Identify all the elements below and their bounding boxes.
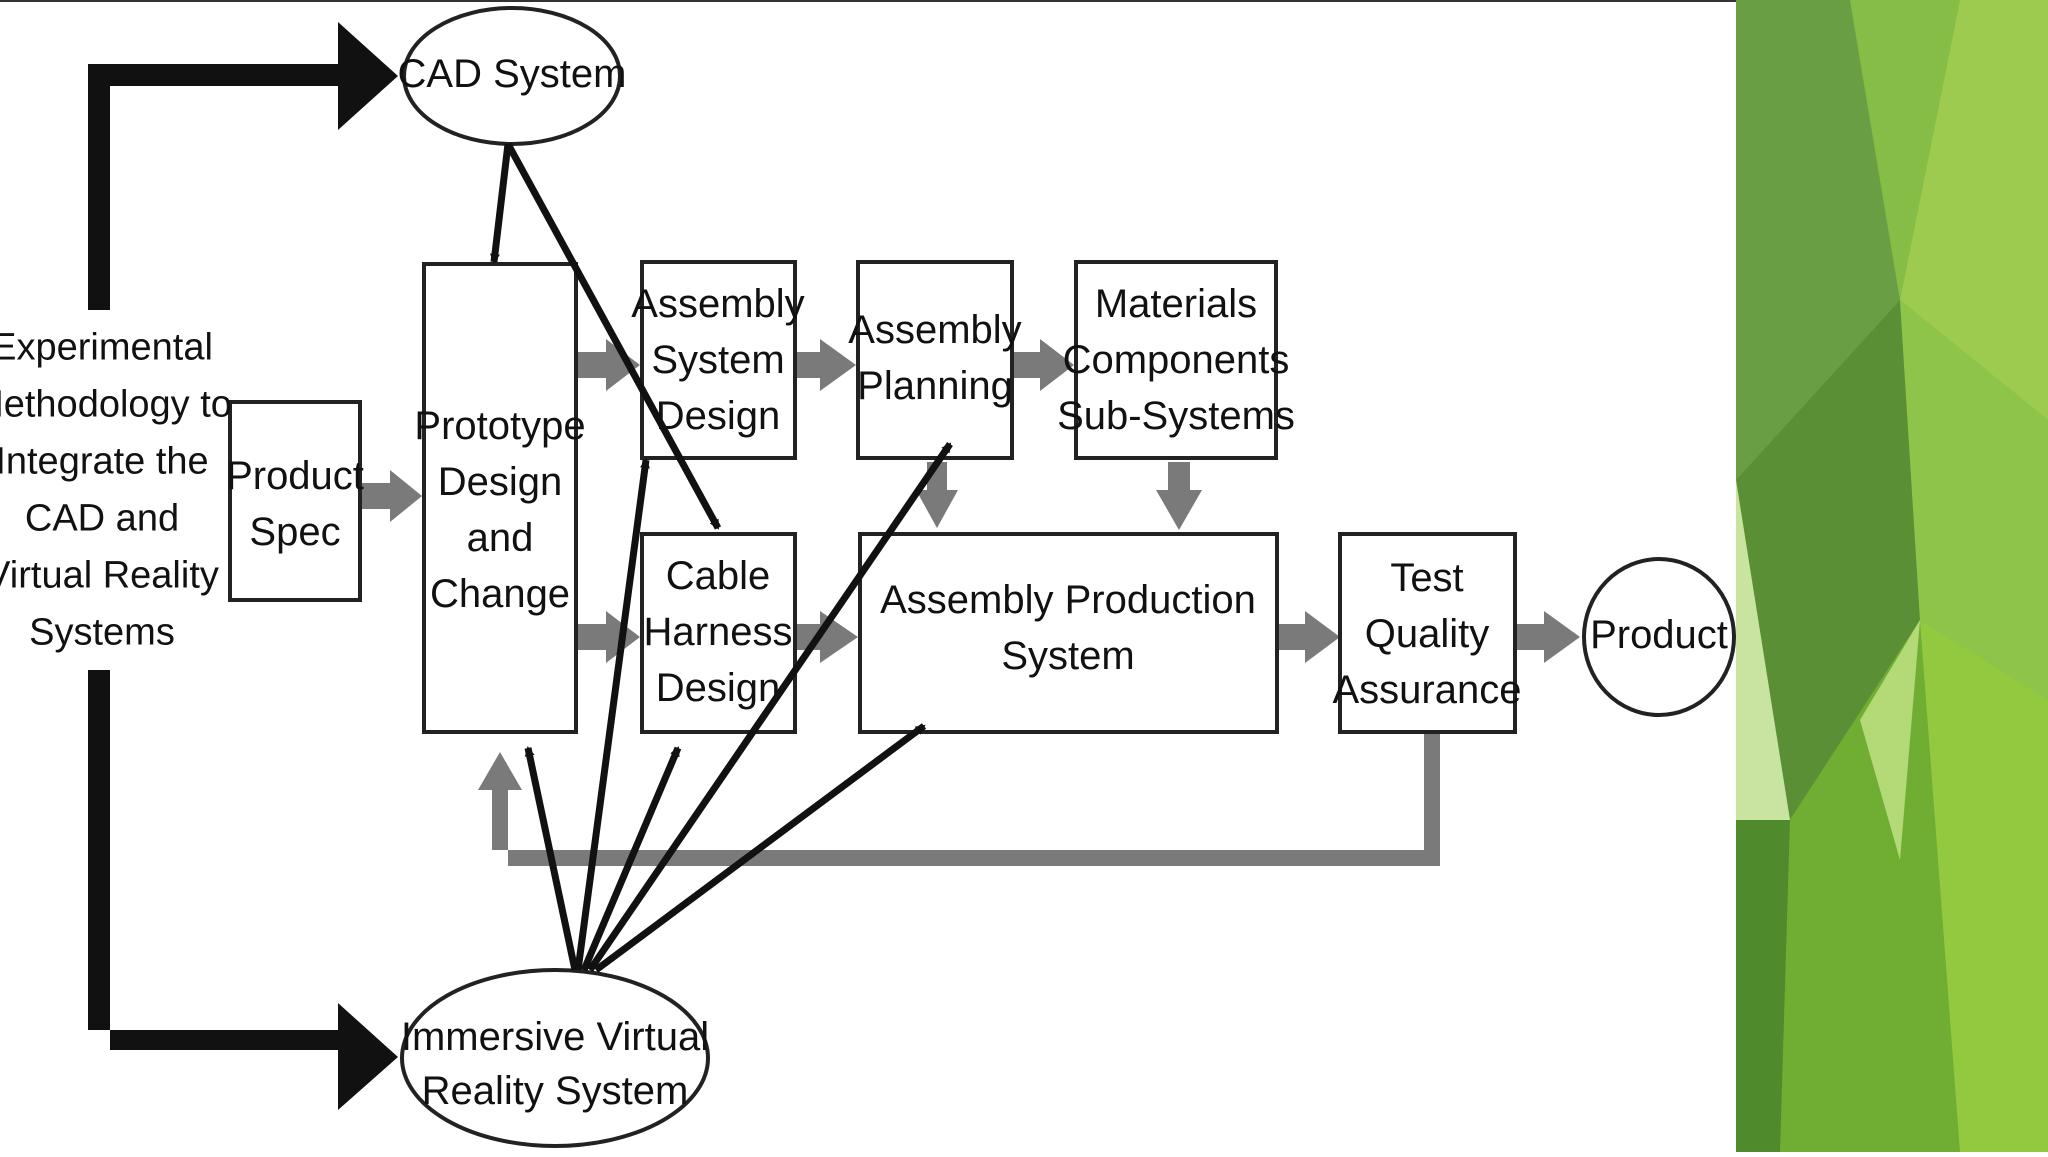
assembly-production-box bbox=[858, 532, 1279, 734]
methodology-label-line: CAD and bbox=[25, 498, 179, 540]
assembly-planning-label-line: Planning bbox=[857, 364, 1013, 408]
prototype-label-line: Prototype bbox=[414, 404, 585, 448]
gray-flow-arrows bbox=[362, 339, 1580, 866]
test-quality-box bbox=[1338, 532, 1517, 734]
assembly-system-design-label-line: Assembly bbox=[631, 282, 804, 326]
product-label-line: Product bbox=[1590, 613, 1728, 657]
assembly-planning-box bbox=[856, 260, 1014, 460]
vr-to-assembly-system-arrow bbox=[574, 458, 650, 971]
cable-harness-label-line: Design bbox=[656, 666, 781, 710]
assembly-system-to-planning-arrow bbox=[797, 339, 856, 391]
assembly-production-label-line: System bbox=[1001, 634, 1134, 678]
methodology-to-cad-arrow bbox=[88, 22, 398, 310]
immersive-vr-label-line: Reality System bbox=[422, 1069, 689, 1113]
cable-harness-box bbox=[640, 532, 797, 734]
vr-to-prototype-arrow bbox=[524, 746, 579, 971]
test-to-product-arrow bbox=[1517, 611, 1580, 663]
cad-system-label: CAD System bbox=[398, 52, 627, 96]
cad-to-prototype-arrow bbox=[489, 143, 512, 264]
vr-to-planning-arrow bbox=[587, 442, 953, 972]
assembly-production-label-line: Assembly Production bbox=[880, 578, 1256, 622]
vr-to-production-arrow bbox=[593, 723, 927, 973]
cable-harness-label-line: Harness bbox=[644, 610, 793, 654]
test-quality-label-line: Quality bbox=[1365, 612, 1490, 656]
planning-to-production-arrow bbox=[916, 462, 958, 528]
spec-to-prototype-arrow bbox=[362, 470, 422, 522]
methodology-label-line: Experimental bbox=[0, 327, 213, 369]
product-spec-box bbox=[228, 400, 362, 602]
product-label: Product bbox=[1590, 613, 1728, 657]
cable-harness-label-line: Cable bbox=[666, 554, 771, 598]
prototype-to-assembly-system-arrow bbox=[578, 339, 640, 391]
boxes bbox=[228, 260, 1517, 734]
production-to-test-arrow bbox=[1279, 611, 1340, 663]
methodology-to-vr-arrow bbox=[88, 670, 398, 1110]
assembly-system-design-box bbox=[640, 260, 797, 460]
decorative-green-panel bbox=[1736, 0, 2048, 1152]
methodology-label: ExperimentalMethodology to Integrate theC… bbox=[0, 327, 232, 654]
immersive-vr-ellipse bbox=[400, 968, 710, 1148]
cad-to-cable-harness-arrow bbox=[504, 142, 722, 530]
materials-label-line: Sub-Systems bbox=[1057, 394, 1295, 438]
prototype-label-line: Change bbox=[430, 572, 570, 616]
prototype-to-cable-harness-arrow bbox=[578, 611, 640, 663]
feedback-loop-arrow bbox=[478, 734, 1440, 866]
cad-system-ellipse bbox=[402, 6, 622, 146]
prototype-box bbox=[422, 262, 578, 734]
materials-box bbox=[1074, 260, 1278, 460]
methodology-label-line: Methodology to bbox=[0, 384, 232, 426]
labels: CAD SystemExperimentalMethodology to Inte… bbox=[0, 52, 1728, 1113]
test-quality-label-line: Test bbox=[1390, 556, 1463, 600]
assembly-system-design-label-line: System bbox=[651, 338, 784, 382]
product-spec-label-line: Product bbox=[226, 454, 364, 498]
planning-to-materials-arrow bbox=[1014, 339, 1074, 391]
cad-system-label-line: CAD System bbox=[398, 52, 627, 96]
assembly-planning-label-line: Assembly bbox=[848, 308, 1021, 352]
methodology-label-line: Virtual Reality bbox=[0, 555, 219, 597]
test-quality-label-line: Assurance bbox=[1333, 668, 1522, 712]
immersive-vr-label-line: Immersive Virtual bbox=[401, 1015, 709, 1059]
ellipses bbox=[400, 6, 1736, 1148]
vr-to-cable-harness-arrow bbox=[580, 746, 682, 972]
assembly-system-design-label-line: Design bbox=[656, 394, 781, 438]
prototype-label-line: and bbox=[467, 516, 534, 560]
materials-to-production-arrow bbox=[1156, 462, 1202, 530]
prototype-label-line: Design bbox=[438, 460, 563, 504]
black-influence-arrows bbox=[489, 142, 953, 973]
materials-label-line: Materials bbox=[1095, 282, 1257, 326]
product-spec-label-line: Spec bbox=[249, 510, 340, 554]
methodology-label-line: Integrate the bbox=[0, 441, 209, 483]
materials-label-line: Components bbox=[1063, 338, 1290, 382]
product-ellipse bbox=[1582, 557, 1736, 717]
methodology-label-line: Systems bbox=[29, 612, 175, 654]
